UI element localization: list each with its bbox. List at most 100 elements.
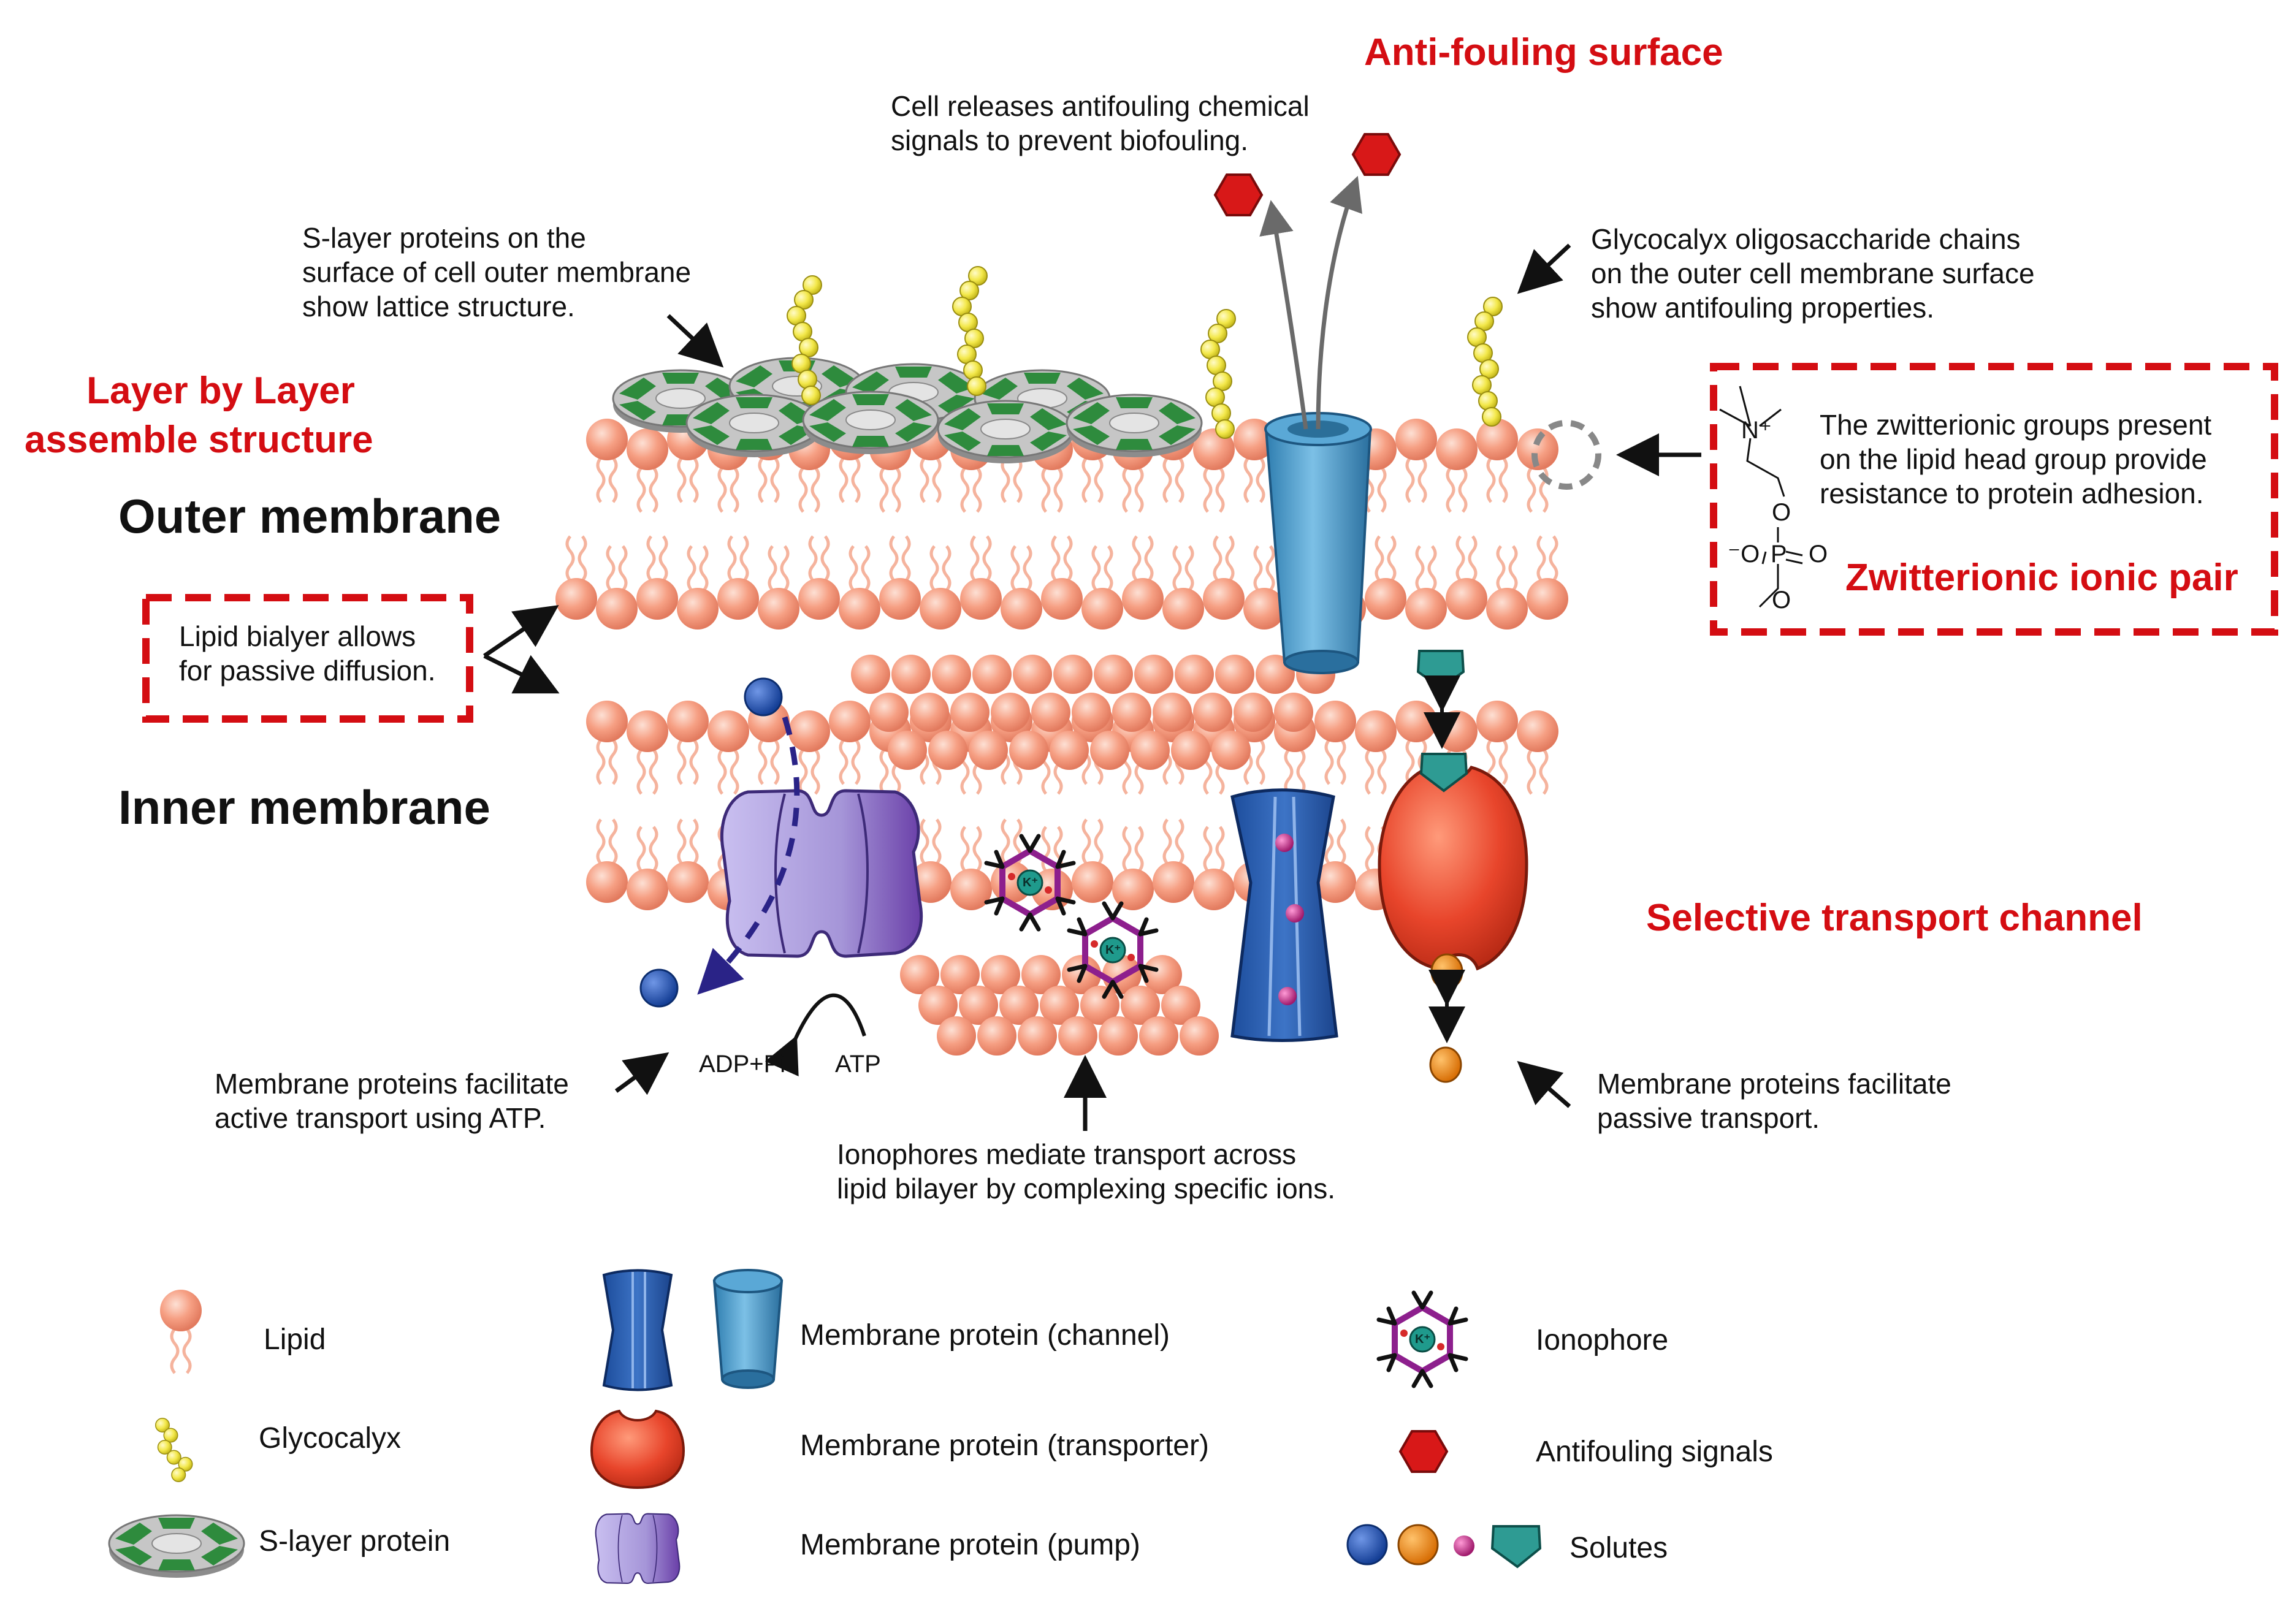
lipid-molecule [667, 820, 709, 903]
solute-orange-icon [1430, 953, 1463, 990]
atp-label: ATP [835, 1051, 881, 1078]
lipid-head [1040, 986, 1079, 1025]
lipid-head [1175, 655, 1214, 694]
lipid-molecule [920, 546, 961, 630]
lipid-head [1018, 1016, 1057, 1056]
lipid-head [1053, 655, 1093, 694]
note-line: for passive diffusion. [179, 655, 436, 687]
lipid-molecule [586, 820, 628, 903]
note-line: passive transport. [1597, 1102, 1820, 1135]
heading-line: Layer by Layer [86, 370, 355, 412]
chem-o1: O [1772, 499, 1791, 526]
lipid-molecule [1486, 546, 1528, 630]
pointer-arrows [483, 243, 1701, 1131]
note-line: show antifouling properties. [1591, 292, 1934, 324]
lipid-molecule [1436, 428, 1478, 512]
lipid-head [1153, 693, 1192, 732]
antifouling-signal-icon [1214, 173, 1263, 216]
lipid-molecule [596, 546, 638, 630]
heading-line: assemble structure [25, 419, 373, 461]
lipid-molecule [707, 710, 749, 794]
legend-label-ionophore: Ionophore [1536, 1324, 1669, 1356]
lipid-head [891, 655, 931, 694]
lipid-head [1031, 693, 1070, 732]
lipid-molecule [1446, 536, 1487, 620]
lipid-head [1180, 1016, 1219, 1056]
lipid-head [1009, 731, 1048, 770]
note-line: S-layer proteins on the [302, 222, 586, 254]
lipid-head [1193, 693, 1232, 732]
lipid-molecule [1355, 710, 1397, 794]
solute-teal-icon [1419, 753, 1468, 793]
inner-membrane-label: Inner membrane [118, 780, 490, 834]
note-line: Cell releases antifouling chemical [891, 90, 1310, 122]
lipid-head [1112, 693, 1151, 732]
lipid-molecule [1193, 428, 1235, 512]
solute-teal-icon [1416, 650, 1465, 690]
note-line: on the lipid head group provide [1820, 443, 2207, 476]
lipid-head [972, 655, 1012, 694]
legend-label-channel: Membrane protein (channel) [800, 1319, 1170, 1352]
adp-label: ADP+Pi [699, 1051, 786, 1078]
chem-n-plus: N⁺ [1741, 417, 1772, 444]
note-line: surface of cell outer membrane [302, 256, 692, 289]
lipid-head [940, 955, 980, 994]
lipid-molecule [950, 827, 992, 910]
lipid-molecule [1153, 820, 1194, 903]
lipid-bilayer-note: Lipid bialyer allows for passive diffusi… [179, 619, 436, 688]
note-line: active transport using ATP. [215, 1102, 546, 1135]
legend-label-solutes: Solutes [1569, 1532, 1668, 1564]
note-line: Membrane proteins facilitate [1597, 1068, 1951, 1100]
release-arrow-left [1259, 200, 1308, 430]
outer-membrane-channel [1264, 412, 1372, 674]
lipid-molecule [1527, 536, 1568, 620]
lipid-head [1013, 655, 1052, 694]
lipid-head [937, 1016, 976, 1056]
lipid-head [1215, 655, 1254, 694]
lipid-head [1171, 731, 1210, 770]
lipid-bilayer-box [142, 594, 473, 723]
lipid-molecule [829, 701, 871, 784]
k-ion-label: K⁺ [1415, 1333, 1430, 1346]
lipid-molecule [879, 536, 921, 620]
lipid-head [981, 955, 1020, 994]
lipid-head [910, 693, 949, 732]
lipid-molecule [667, 701, 709, 784]
release-arrow-right [1316, 175, 1362, 430]
chem-p: P [1771, 541, 1787, 568]
lipid-molecule [627, 710, 668, 794]
chem-o-double: O [1809, 541, 1828, 568]
lipid-head [1094, 655, 1133, 694]
antifouling-surface-heading: Anti-fouling surface [1364, 31, 1723, 74]
note-line: Lipid bialyer allows [179, 620, 416, 652]
lipid-head [1072, 693, 1111, 732]
legend-label-antifouling: Antifouling signals [1536, 1436, 1773, 1468]
pump-transport-path [697, 716, 800, 995]
solute-blue-icon [639, 968, 679, 1008]
lipid-molecule [627, 827, 668, 910]
lipid-molecule [1517, 710, 1558, 794]
legend-icons [108, 1269, 1542, 1585]
lipid-molecule [1122, 536, 1164, 620]
legend-label-glycocalyx: Glycocalyx [259, 1422, 402, 1455]
lipid-head [900, 955, 939, 994]
cell-releases-note: Cell releases antifouling chemical signa… [891, 89, 1310, 158]
lipid-molecule [677, 546, 719, 630]
lipid-head [888, 731, 927, 770]
lipid-molecule [1193, 827, 1235, 910]
zwitterion-box [1710, 363, 2278, 636]
chem-o-minus: ⁻O [1728, 541, 1760, 568]
legend-label-pump: Membrane protein (pump) [800, 1529, 1140, 1561]
k-ion-label: K⁺ [1023, 876, 1038, 889]
lipid-molecule [1112, 827, 1154, 910]
antifouling-signal-icon [1352, 133, 1401, 176]
lipid-head [1211, 731, 1251, 770]
lipid-molecule [586, 419, 628, 502]
lipid-head [932, 655, 971, 694]
lipid-molecule [717, 536, 759, 620]
note-line: resistance to protein adhesion. [1820, 477, 2204, 510]
lipid-molecule [586, 701, 628, 784]
legend-label-s-layer: S-layer protein [259, 1525, 451, 1558]
lipid-molecule [627, 428, 668, 512]
